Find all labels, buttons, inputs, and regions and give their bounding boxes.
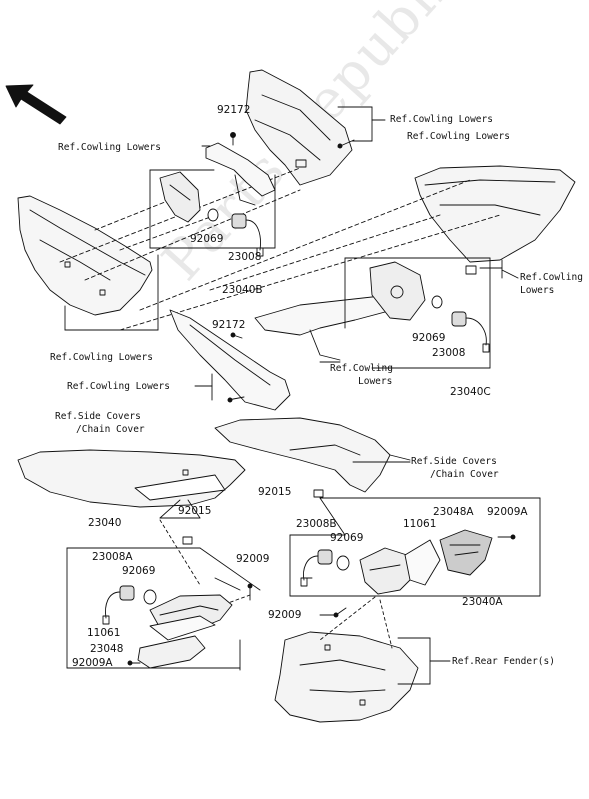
left-side-cover bbox=[17, 449, 246, 508]
screw-92009-a bbox=[247, 583, 253, 601]
ref-lowers-label: Lowers bbox=[520, 285, 555, 296]
screw-92172-a bbox=[230, 132, 236, 146]
part-number-92009: 92009 bbox=[268, 609, 302, 621]
ref-cowling-lowers-label: Ref.Cowling Lowers bbox=[390, 114, 493, 125]
bulb-92069-a bbox=[207, 208, 219, 222]
grommet-92015-a bbox=[313, 489, 324, 498]
part-number-23040: 23040 bbox=[88, 517, 122, 529]
turn-signal-housing-c bbox=[369, 261, 426, 321]
bulb-92069-c bbox=[143, 589, 157, 605]
part-number-23008: 23008 bbox=[228, 251, 262, 263]
ref-cowling-label: Ref.Cowling bbox=[520, 272, 583, 283]
part-number-92069: 92069 bbox=[190, 233, 224, 245]
part-number-23008A: 23008A bbox=[92, 551, 133, 563]
socket-23008-a bbox=[231, 213, 264, 257]
part-number-92069: 92069 bbox=[330, 532, 364, 544]
part-number-23048A: 23048A bbox=[433, 506, 474, 518]
gasket-11061-a bbox=[149, 615, 216, 641]
socket-23008-b bbox=[451, 311, 490, 353]
bracket-c bbox=[254, 294, 401, 361]
screw-92172-b bbox=[230, 332, 243, 339]
bulb-92069-b bbox=[431, 295, 443, 309]
part-number-23008: 23008 bbox=[432, 347, 466, 359]
screw-92009A-b bbox=[497, 534, 516, 540]
lens-23048 bbox=[137, 635, 206, 669]
part-number-92015: 92015 bbox=[258, 486, 292, 498]
part-number-92172: 92172 bbox=[217, 104, 251, 116]
gasket-11061-b bbox=[404, 539, 441, 586]
part-number-23008B: 23008B bbox=[296, 518, 337, 530]
part-number-11061: 11061 bbox=[87, 627, 121, 639]
part-number-92009: 92009 bbox=[236, 553, 270, 565]
part-number-92069: 92069 bbox=[412, 332, 446, 344]
part-number-92069: 92069 bbox=[122, 565, 156, 577]
rear-signal-housing-right bbox=[359, 547, 416, 595]
lens-23048A bbox=[439, 529, 493, 576]
rear-fender bbox=[274, 631, 419, 723]
ref-side-covers-label: Ref.Side Covers bbox=[411, 456, 497, 467]
ref-cowling-lowers-label: Ref.Cowling Lowers bbox=[50, 352, 153, 363]
part-number-23040B: 23040B bbox=[222, 284, 263, 296]
mid-cowling-bracket bbox=[169, 309, 291, 411]
screw-ref-cowling-left bbox=[227, 396, 245, 403]
socket-23008A bbox=[102, 585, 135, 625]
ref-cowling-lowers-label: Ref.Cowling Lowers bbox=[67, 381, 170, 392]
right-side-cover bbox=[214, 417, 391, 493]
ref-cowling-label: Ref.Cowling bbox=[330, 363, 393, 374]
part-number-92009A: 92009A bbox=[72, 657, 113, 669]
ref-chain-cover-label: /Chain Cover bbox=[76, 424, 145, 435]
rubber-insert-right bbox=[465, 265, 477, 275]
turn-signal-housing-b bbox=[159, 171, 201, 223]
ref-side-covers-label: Ref.Side Covers bbox=[55, 411, 141, 422]
part-number-23048: 23048 bbox=[90, 643, 124, 655]
front-direction-arrow-icon bbox=[5, 84, 67, 125]
ref-rear-fender-label: Ref.Rear Fender(s) bbox=[452, 656, 555, 667]
socket-23008B bbox=[300, 549, 333, 587]
ref-cowling-lowers-label: Ref.Cowling Lowers bbox=[58, 142, 161, 153]
left-cowling-panel bbox=[17, 195, 153, 316]
right-cowling-panel bbox=[414, 165, 576, 263]
part-number-92015: 92015 bbox=[178, 505, 212, 517]
ref-chain-cover-label: /Chain Cover bbox=[430, 469, 499, 480]
grommet-92015-b bbox=[182, 536, 193, 545]
part-number-92172: 92172 bbox=[212, 319, 246, 331]
screw-92009-b bbox=[333, 607, 347, 618]
part-number-11061: 11061 bbox=[403, 518, 437, 530]
part-number-23040A: 23040A bbox=[462, 596, 503, 608]
screw-92009A-a bbox=[127, 660, 141, 666]
part-number-23040C: 23040C bbox=[450, 386, 491, 398]
upper-cowling-bracket bbox=[245, 69, 353, 186]
bulb-92069-d bbox=[336, 555, 350, 571]
bracket-b bbox=[205, 142, 276, 206]
ref-lowers-label: Lowers bbox=[358, 376, 393, 387]
part-number-92009A: 92009A bbox=[487, 506, 528, 518]
ref-cowling-lowers-label: Ref.Cowling Lowers bbox=[407, 131, 510, 142]
screw-ref-cowling-top bbox=[337, 139, 355, 149]
